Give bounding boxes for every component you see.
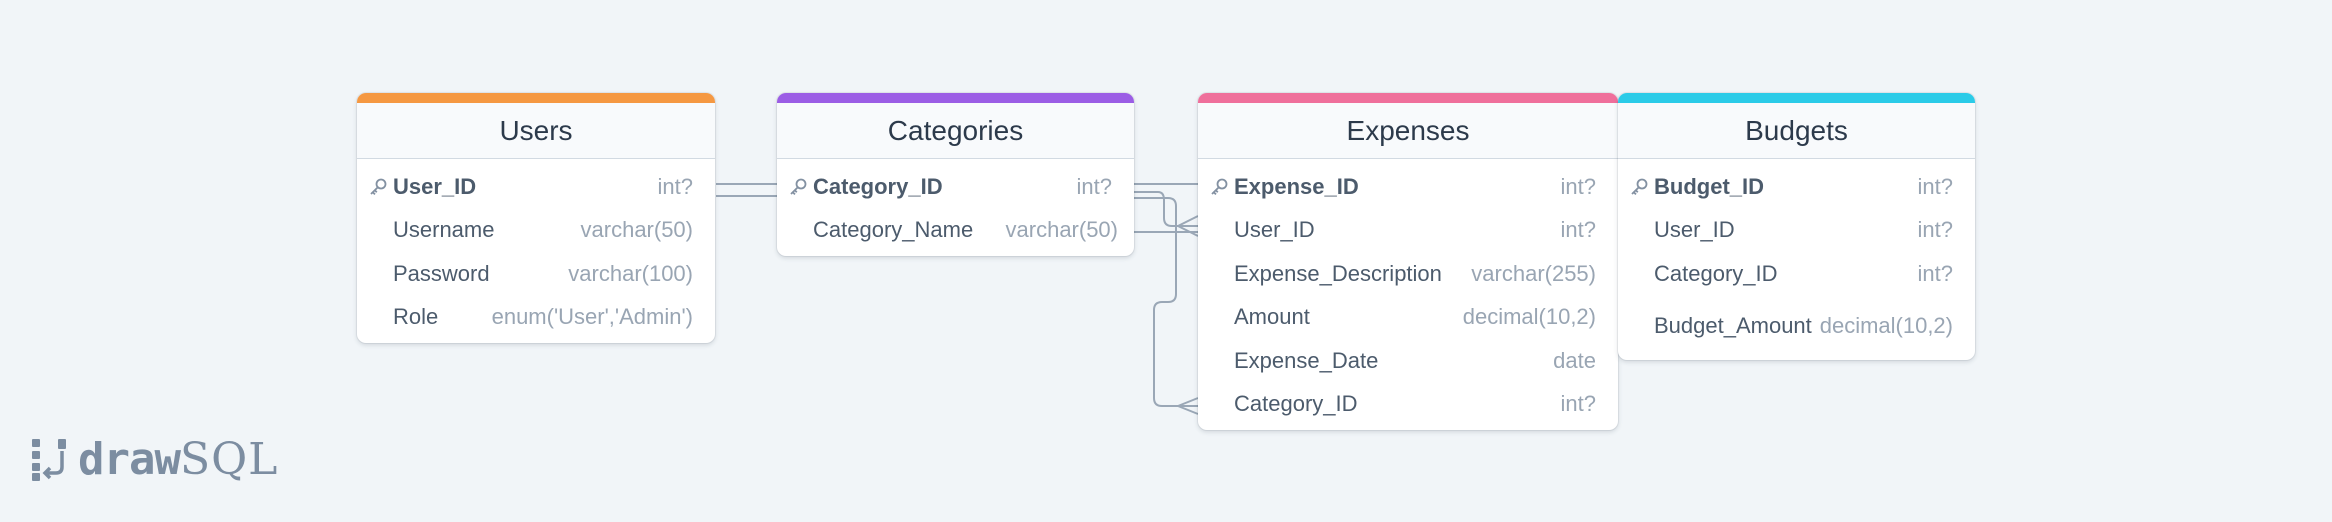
column-name: Category_ID <box>813 173 943 199</box>
column-name: Password <box>393 260 490 286</box>
column-type: date <box>1553 347 1596 373</box>
column-name: User_ID <box>393 173 477 199</box>
column-name: Category_ID <box>1234 391 1358 417</box>
column-name: Category_ID <box>1654 260 1778 286</box>
column-name: Budget_Amount <box>1654 313 1812 338</box>
table-categories[interactable]: Categories Category_ID int? Category_Nam… <box>777 93 1134 256</box>
column-row[interactable]: Budget_ID int? <box>1618 165 1975 209</box>
column-type: varchar(50) <box>580 217 693 243</box>
column-type: enum('User','Admin') <box>491 304 693 330</box>
table-title[interactable]: Users <box>357 103 715 159</box>
column-row[interactable]: Category_ID int? <box>1198 383 1618 427</box>
column-type: int? <box>1917 217 1953 243</box>
crows-foot-marker <box>1177 397 1199 415</box>
column-row[interactable]: Expense_ID int? <box>1198 165 1618 209</box>
table-title[interactable]: Categories <box>777 103 1134 159</box>
table-accent-bar <box>777 93 1134 103</box>
table-accent-bar <box>357 93 715 103</box>
relationship-line-categories-expenses <box>1134 191 1198 227</box>
column-row[interactable]: Username varchar(50) <box>357 209 715 253</box>
column-row[interactable]: Expense_Date date <box>1198 339 1618 383</box>
logo-wordmark-sql: SQL <box>179 434 279 485</box>
column-name: User_ID <box>1654 217 1735 243</box>
column-type: int? <box>1560 173 1596 199</box>
column-name: Budget_ID <box>1654 173 1764 199</box>
table-budgets[interactable]: Budgets Budget_ID int? User_ID int? Cate… <box>1618 93 1975 360</box>
table-users[interactable]: Users User_ID int? Username varchar(50) … <box>357 93 715 343</box>
drawsql-logo: draw SQL <box>30 434 278 485</box>
crows-foot-marker <box>1177 215 1199 237</box>
logo-wordmark-draw: draw <box>78 434 181 485</box>
key-icon <box>1211 178 1228 195</box>
key-icon <box>370 178 387 195</box>
key-icon <box>790 178 807 195</box>
column-row[interactable]: Budget_Amount decimal(10,2) <box>1618 296 1975 356</box>
table-accent-bar <box>1618 93 1975 103</box>
column-type: int? <box>1560 217 1596 243</box>
column-name: Category_Name <box>813 217 974 243</box>
column-type: varchar(255) <box>1471 260 1596 286</box>
column-row[interactable]: User_ID int? <box>357 165 715 209</box>
column-row[interactable]: Category_ID int? <box>1618 252 1975 296</box>
column-type: decimal(10,2) <box>1819 312 1953 338</box>
column-row[interactable]: User_ID int? <box>1198 209 1618 253</box>
column-name: Expense_Date <box>1234 347 1379 373</box>
column-type: varchar(100) <box>568 260 693 286</box>
relationship-line-categories-expenses <box>1134 197 1198 407</box>
column-name: Expense_ID <box>1234 173 1359 199</box>
column-type: int? <box>1917 260 1953 286</box>
column-type: decimal(10,2) <box>1462 304 1596 330</box>
table-title[interactable]: Budgets <box>1618 103 1975 159</box>
column-type: int? <box>1076 173 1112 199</box>
column-type: varchar(50) <box>1005 217 1118 243</box>
column-name: Role <box>393 304 439 330</box>
column-row[interactable]: Category_ID int? <box>777 165 1134 209</box>
column-row[interactable]: User_ID int? <box>1618 209 1975 253</box>
column-row[interactable]: Expense_Description varchar(255) <box>1198 252 1618 296</box>
table-accent-bar <box>1198 93 1618 103</box>
column-row[interactable]: Amount decimal(10,2) <box>1198 296 1618 340</box>
column-name: Expense_Description <box>1234 260 1442 286</box>
column-name: Username <box>393 217 495 243</box>
table-title[interactable]: Expenses <box>1198 103 1618 159</box>
table-expenses[interactable]: Expenses Expense_ID int? User_ID int? Ex… <box>1198 93 1618 430</box>
column-type: int? <box>1917 173 1953 199</box>
key-icon <box>1631 178 1648 195</box>
column-type: int? <box>1560 391 1596 417</box>
drawsql-logo-icon <box>32 438 66 481</box>
column-row[interactable]: Category_Name varchar(50) <box>777 209 1134 253</box>
column-type: int? <box>657 173 693 199</box>
column-row[interactable]: Role enum('User','Admin') <box>357 296 715 340</box>
column-name: User_ID <box>1234 217 1315 243</box>
column-name: Amount <box>1234 304 1310 330</box>
column-row[interactable]: Password varchar(100) <box>357 252 715 296</box>
